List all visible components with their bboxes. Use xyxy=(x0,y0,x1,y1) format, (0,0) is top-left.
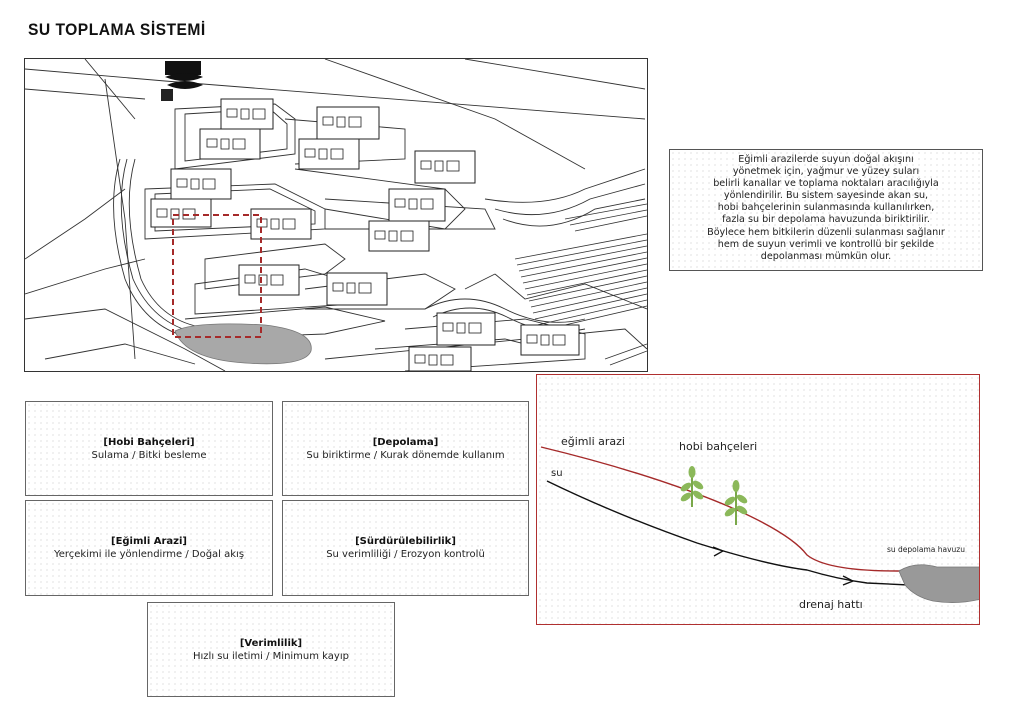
card-hobi-bahceleri: [Hobi Bahçeleri] Sulama / Bitki besleme xyxy=(25,401,273,496)
drain-label: drenaj hattı xyxy=(799,598,863,611)
page-title: SU TOPLAMA SİSTEMİ xyxy=(28,20,206,39)
card-surdurulebilirlik: [Sürdürülebilirlik] Su verimliliği / Ero… xyxy=(282,500,529,596)
card-egimli-arazi: [Eğimli Arazi] Yerçekimi ile yönlendirme… xyxy=(25,500,273,596)
card-depolama: [Depolama] Su biriktirme / Kurak dönemde… xyxy=(282,401,529,496)
plant-icon xyxy=(724,480,748,525)
water-label: su xyxy=(551,468,563,479)
arrow-icon xyxy=(842,575,855,586)
arrow-icon xyxy=(712,546,725,557)
description-line: depolanması mümkün olur. xyxy=(760,250,892,262)
description-line: Eğimli arazilerde suyun doğal akışını xyxy=(738,154,914,165)
card-heading: [Eğimli Arazi] xyxy=(111,536,187,547)
description-box: Eğimli arazilerde suyun doğal akışını yö… xyxy=(669,149,983,271)
card-text: Hızlı su iletimi / Minimum kayıp xyxy=(193,650,349,662)
card-text: Sulama / Bitki besleme xyxy=(91,449,207,461)
slope-line xyxy=(540,446,907,572)
description-line: yönlendirilir. Bu sistem sayesinde akan … xyxy=(723,190,929,202)
card-heading: [Sürdürülebilirlik] xyxy=(355,536,456,547)
description-line: hobi bahçelerinin sulanmasında kullanılı… xyxy=(717,202,935,214)
description-line: fazla su bir depolama havuzunda biriktir… xyxy=(722,214,930,226)
card-heading: [Hobi Bahçeleri] xyxy=(103,436,195,448)
description-line: belirli kanallar ve toplama noktaları ar… xyxy=(713,178,939,190)
pool-label: su depolama havuzu xyxy=(887,545,965,554)
highlight-area xyxy=(172,214,262,338)
card-text: Su verimliliği / Erozyon kontrolü xyxy=(326,549,485,560)
slope-label: eğimli arazi xyxy=(561,435,625,448)
card-text: Yerçekimi ile yönlendirme / Doğal akış xyxy=(53,549,245,560)
water-flow-line xyxy=(546,480,910,586)
description-line: hem de suyun verimli ve kontrollü bir şe… xyxy=(717,238,935,250)
card-heading: [Verimlilik] xyxy=(239,637,303,649)
description-line: yönetmek için, yağmur ve yüzey suları xyxy=(732,166,920,178)
slope-section-diagram: eğimli arazi hobi bahçeleri su su depola… xyxy=(536,374,980,625)
card-verimlilik: [Verimlilik] Hızlı su iletimi / Minimum … xyxy=(147,602,395,697)
site-plan xyxy=(24,58,648,372)
description-line: Böylece hem bitkilerin düzenli sulanması… xyxy=(707,226,945,238)
card-heading: [Depolama] xyxy=(372,436,439,448)
plant-icon xyxy=(680,466,704,507)
card-text: Su biriktirme / Kurak dönemde kullanım xyxy=(306,449,505,461)
storage-pool xyxy=(898,564,979,603)
gardens-label: hobi bahçeleri xyxy=(679,440,757,453)
